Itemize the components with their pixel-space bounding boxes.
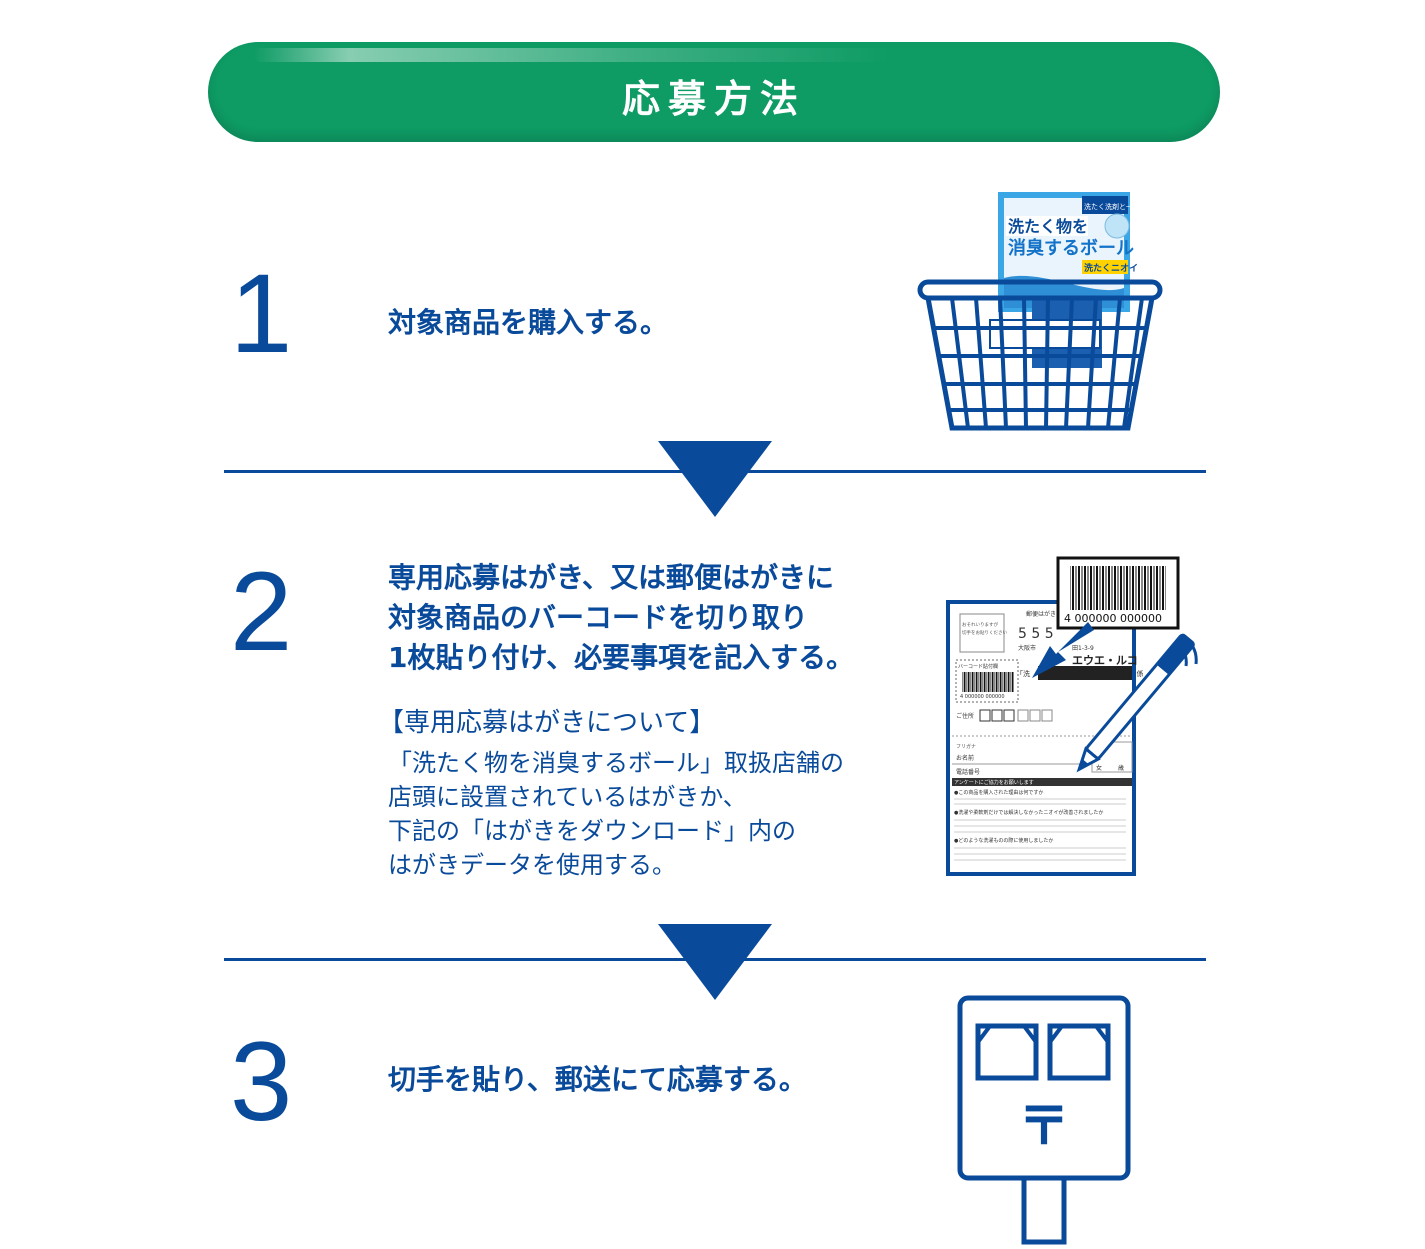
- package-badge: 洗たく洗剤と一緒に: [1084, 202, 1147, 211]
- step-3-number: 3: [230, 1019, 293, 1144]
- stamp-note-line: おそれいりますが: [962, 621, 998, 628]
- step-2-line: 1枚貼り付け、必要事項を記入する。: [388, 641, 855, 674]
- postcard-illustration: おそれいりますが 切手をお貼りください 郵便はがき 5 5 5 大阪市 田1-3…: [946, 556, 1198, 876]
- name-label: お名前: [956, 754, 974, 762]
- note-body: 「洗たく物を消臭するボール」取扱店舗の 店頭に設置されているはがきか、 下記の「…: [388, 746, 928, 882]
- section-title: 応募方法: [621, 77, 806, 121]
- down-arrow-icon: [658, 924, 772, 1000]
- postcard-company: エウエ・ルコ: [1072, 654, 1138, 667]
- postcard-address-number: 田1-3-9: [1072, 645, 1094, 652]
- mailbox: [957, 995, 1131, 1245]
- tel-label: 電話番号: [956, 768, 980, 776]
- note-line: 下記の「はがきをダウンロード」内の: [388, 817, 796, 845]
- arrow-icon: [1032, 622, 1094, 678]
- step-1-number: 1: [230, 251, 293, 376]
- note-heading: 【専用応募はがきについて】: [378, 708, 716, 738]
- postcard-zip: 5 5 5: [1018, 626, 1054, 642]
- stamp-note-line: 切手をお貼りください: [962, 629, 1007, 636]
- barcode-sticker: 4 000000 000000: [1056, 556, 1180, 630]
- survey-question: ●この商品を購入された理由は何ですか: [954, 789, 1043, 796]
- step-3-text: 切手を貼り、郵送にて応募する。: [388, 1060, 807, 1100]
- postcard-address: 大阪市: [1018, 644, 1036, 652]
- step-2-number: 2: [230, 549, 293, 674]
- shopping-basket-illustration: 洗たく物を 消臭するボール 洗たく洗剤と一緒に 洗たくニオイ: [917, 192, 1163, 431]
- mailbox-illustration: 〒: [957, 995, 1131, 1245]
- postcard: おそれいりますが 切手をお貼りください 郵便はがき 5 5 5 大阪市 田1-3…: [946, 600, 1143, 876]
- step-3-line: 切手を貼り、郵送にて応募する。: [388, 1063, 807, 1096]
- pen-icon: [1076, 633, 1195, 773]
- step-1-line: 対象商品を購入する。: [388, 306, 669, 339]
- motion-lines-icon: [1175, 634, 1198, 667]
- step-2-line: 専用応募はがき、又は郵便はがきに: [388, 561, 835, 594]
- barcode-number: 4 000000 000000: [1064, 612, 1162, 625]
- barcode-box-label: バーコード貼付欄: [958, 663, 998, 670]
- step-1-text: 対象商品を購入する。: [388, 303, 668, 343]
- down-arrow-icon: [658, 441, 772, 517]
- furigana-label: フリガナ: [956, 743, 976, 750]
- age-label: 歳: [1118, 764, 1124, 772]
- header-shine: [253, 48, 893, 62]
- survey-question: ●洗濯や柔軟剤だけでは解決しなかったニオイが改善されましたか: [954, 809, 1103, 816]
- section-header: 応募方法: [208, 42, 1220, 142]
- survey-question: ●どのような洗濯ものの際に使用しましたか: [954, 837, 1053, 844]
- package-line1: 洗たく物を: [1008, 217, 1088, 236]
- product-package: 洗たく物を 消臭するボール 洗たく洗剤と一緒に 洗たくニオイ: [989, 192, 1147, 368]
- step-2-text: 専用応募はがき、又は郵便はがきに 対象商品のバーコードを切り取り 1枚貼り付け、…: [388, 558, 854, 678]
- note-line: 店頭に設置されているはがきか、: [388, 783, 747, 811]
- postcard-campaign: 「洗: [1016, 669, 1030, 678]
- postal-mark-icon: 〒: [1018, 1097, 1070, 1157]
- note-line: 「洗たく物を消臭するボール」取扱店舗の: [388, 749, 844, 777]
- postcard-header: 郵便はがき: [1026, 610, 1056, 618]
- package-line2: 消臭するボール: [1008, 237, 1134, 259]
- note-line: はがきデータを使用する。: [388, 851, 676, 879]
- address-label: ご住所: [956, 712, 974, 720]
- basket-wire: [917, 279, 1163, 431]
- package-tag: 洗たくニオイ: [1084, 262, 1138, 274]
- gender-female: 女: [1096, 764, 1102, 772]
- barcode-number-small: 4 000000 000000: [960, 694, 1005, 700]
- survey-title: アンケートにご協力をお願いします: [954, 779, 1034, 786]
- step-2-line: 対象商品のバーコードを切り取り: [388, 601, 809, 634]
